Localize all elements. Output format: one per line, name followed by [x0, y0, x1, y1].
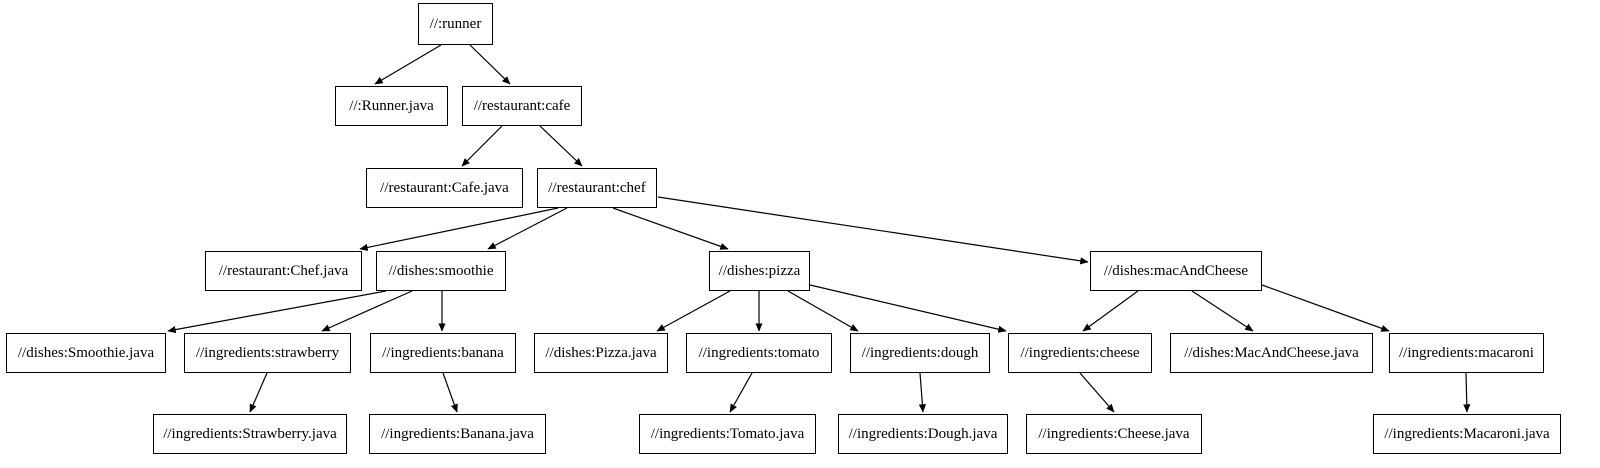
graph-node-smoothie_java[interactable]: //dishes:Smoothie.java — [6, 333, 166, 373]
graph-node-label: //ingredients:tomato — [698, 344, 820, 361]
graph-node-ing_cheese[interactable]: //ingredients:cheese — [1008, 333, 1152, 373]
graph-node-ing_strawberry[interactable]: //ingredients:strawberry — [184, 333, 351, 373]
graph-node-label: //dishes:Smoothie.java — [17, 344, 155, 361]
graph-node-macaroni_java[interactable]: //ingredients:Macaroni.java — [1373, 414, 1561, 454]
graph-node-label: //:Runner.java — [349, 97, 434, 114]
graph-node-cafe_java[interactable]: //restaurant:Cafe.java — [366, 168, 523, 208]
graph-node-label: //ingredients:cheese — [1020, 344, 1140, 361]
graph-node-label: //ingredients:banana — [382, 344, 504, 361]
graph-node-label: //ingredients:Cheese.java — [1038, 425, 1190, 442]
graph-node-dishes_pizza[interactable]: //dishes:pizza — [709, 251, 810, 291]
graph-node-restaurant_chef[interactable]: //restaurant:chef — [537, 168, 657, 208]
graph-node-cheese_java[interactable]: //ingredients:Cheese.java — [1026, 414, 1202, 454]
graph-node-pizza_java[interactable]: //dishes:Pizza.java — [534, 333, 668, 373]
graph-node-label: //ingredients:Banana.java — [381, 425, 534, 442]
graph-node-label: //restaurant:Chef.java — [218, 262, 349, 279]
graph-node-runner_java[interactable]: //:Runner.java — [335, 86, 448, 126]
graph-node-label: //dishes:pizza — [718, 262, 801, 279]
graph-node-ing_banana[interactable]: //ingredients:banana — [370, 333, 516, 373]
graph-node-label: //ingredients:dough — [861, 344, 979, 361]
graph-node-chef_java[interactable]: //restaurant:Chef.java — [205, 251, 362, 291]
graph-node-label: //restaurant:Cafe.java — [380, 179, 509, 196]
graph-node-label: //dishes:MacAndCheese.java — [1184, 344, 1359, 361]
graph-node-strawberry_java[interactable]: //ingredients:Strawberry.java — [153, 414, 347, 454]
graph-node-label: //ingredients:macaroni — [1399, 344, 1534, 361]
graph-node-label: //ingredients:Dough.java — [848, 425, 998, 442]
graph-node-label: //restaurant:chef — [548, 179, 646, 196]
graph-node-label: //ingredients:strawberry — [195, 344, 340, 361]
graph-node-label: //dishes:smoothie — [388, 262, 494, 279]
graph-node-banana_java[interactable]: //ingredients:Banana.java — [369, 414, 546, 454]
graph-node-label: //dishes:macAndCheese — [1103, 262, 1249, 279]
graph-node-label: //:runner — [429, 15, 482, 32]
graph-node-label: //restaurant:cafe — [473, 97, 571, 114]
graph-node-dishes_macandcheese[interactable]: //dishes:macAndCheese — [1090, 251, 1262, 291]
graph-node-label: //ingredients:Strawberry.java — [163, 425, 337, 442]
graph-node-tomato_java[interactable]: //ingredients:Tomato.java — [639, 414, 816, 454]
graph-node-dough_java[interactable]: //ingredients:Dough.java — [838, 414, 1008, 454]
graph-node-label: //ingredients:Macaroni.java — [1384, 425, 1550, 442]
graph-node-restaurant_cafe[interactable]: //restaurant:cafe — [462, 86, 582, 126]
graph-node-ing_tomato[interactable]: //ingredients:tomato — [686, 333, 832, 373]
graph-node-ing_dough[interactable]: //ingredients:dough — [850, 333, 990, 373]
graph-node-ing_macaroni[interactable]: //ingredients:macaroni — [1389, 333, 1544, 373]
graph-node-label: //ingredients:Tomato.java — [650, 425, 805, 442]
graph-node-runner[interactable]: //:runner — [418, 3, 493, 45]
graph-node-label: //dishes:Pizza.java — [545, 344, 657, 361]
graph-node-dishes_smoothie[interactable]: //dishes:smoothie — [376, 251, 506, 291]
graph-node-macandcheese_java[interactable]: //dishes:MacAndCheese.java — [1170, 333, 1373, 373]
